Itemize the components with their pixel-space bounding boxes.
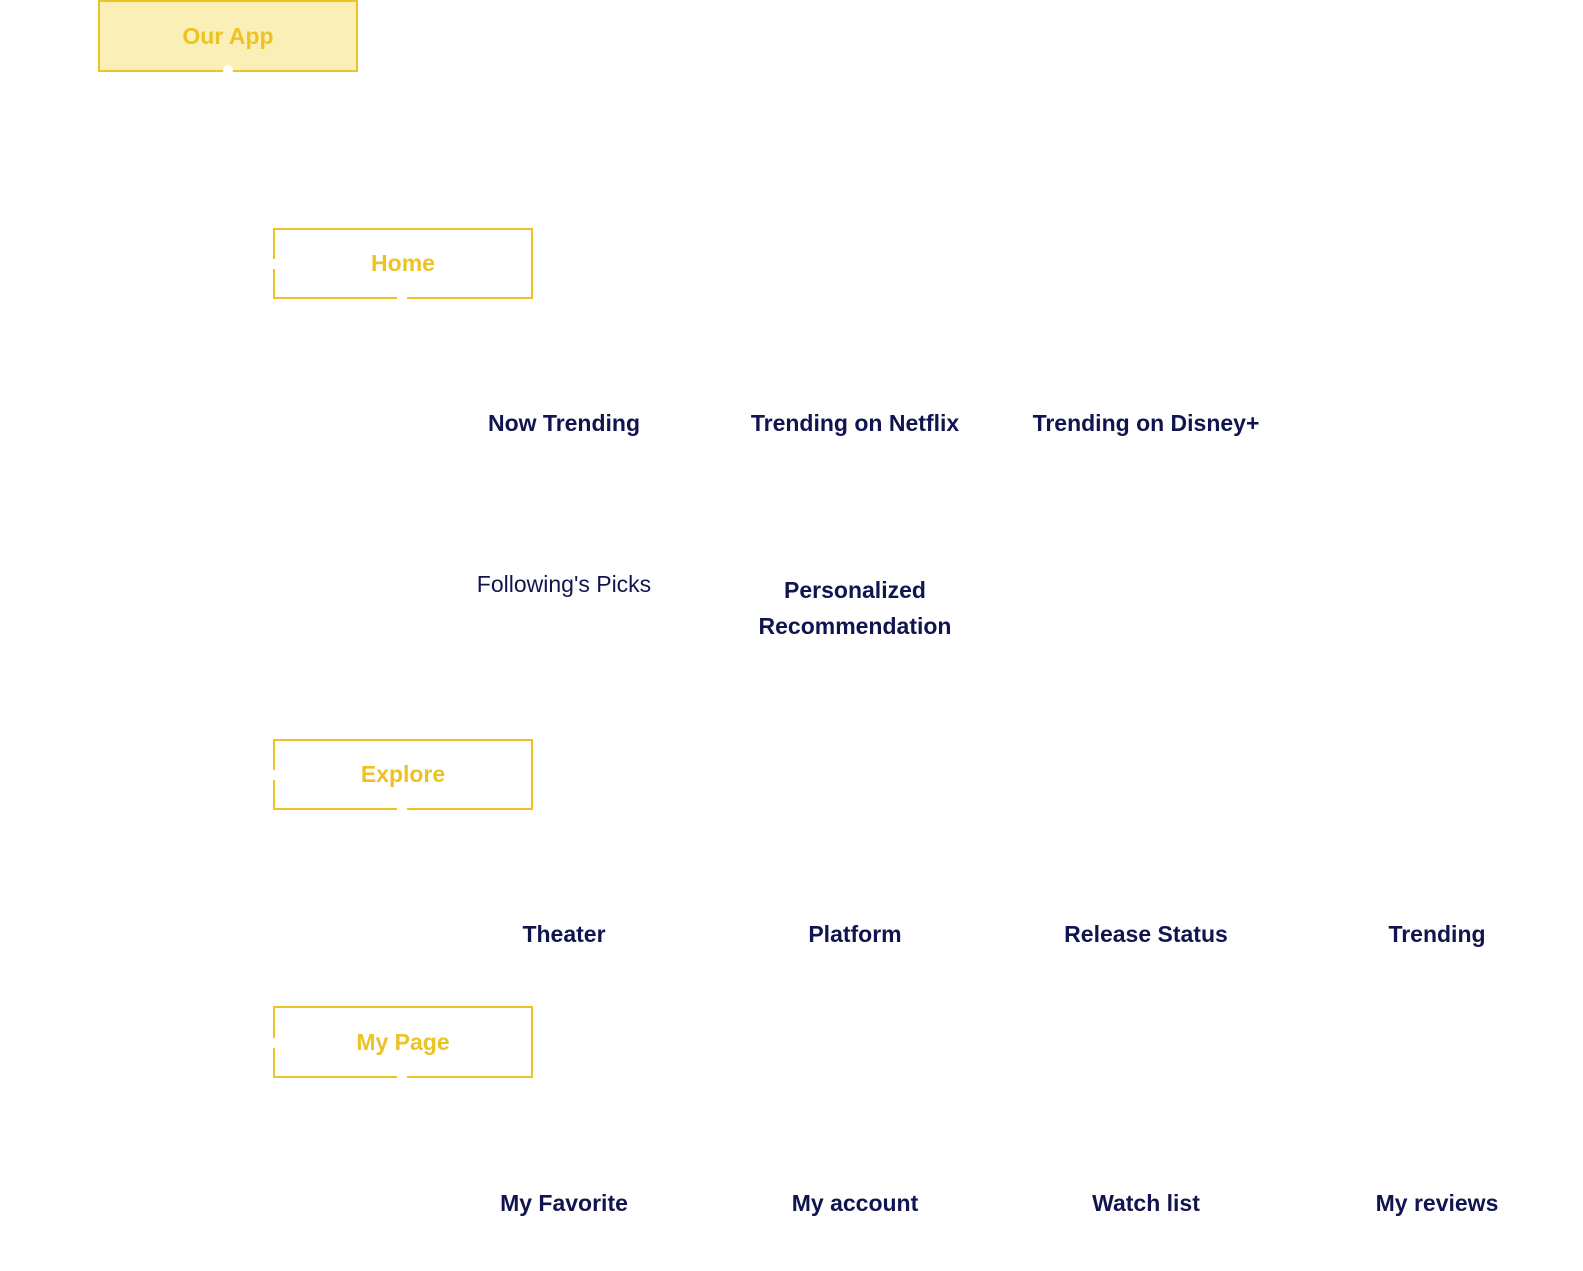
section-node-explore-label: Explore: [360, 761, 446, 787]
home-left-port: [272, 259, 276, 269]
leaf-theater[interactable]: Theater: [522, 921, 606, 947]
leaf-trending-on-netflix[interactable]: Trending on Netflix: [750, 410, 960, 436]
leaf-my-favorite[interactable]: My Favorite: [500, 1190, 628, 1216]
section-node-home-label: Home: [371, 250, 435, 276]
section-node-my-page-label: My Page: [356, 1028, 450, 1055]
section-node-home[interactable]: Home: [273, 228, 533, 299]
home-bottom-port: [397, 296, 407, 300]
leaf-trending[interactable]: Trending: [1388, 921, 1486, 947]
leaf-my-reviews[interactable]: My reviews: [1375, 1190, 1499, 1216]
section-node-my-page[interactable]: My Page: [273, 1006, 533, 1078]
leaf-trending-on-disney-plus[interactable]: Trending on Disney+: [1032, 410, 1260, 436]
leaf-my-account[interactable]: My account: [791, 1190, 919, 1216]
root-node-our-app[interactable]: Our App: [98, 0, 358, 72]
leaf-platform[interactable]: Platform: [808, 921, 902, 947]
leaf-followings-picks[interactable]: Following's Picks: [476, 571, 652, 597]
explore-left-port: [272, 770, 276, 780]
leaf-release-status[interactable]: Release Status: [1064, 921, 1228, 947]
my-page-left-port: [272, 1038, 276, 1048]
leaf-now-trending[interactable]: Now Trending: [487, 410, 641, 436]
my-page-bottom-port: [397, 1075, 407, 1079]
leaf-personalized-recommendation[interactable]: Personalized Recommendation: [758, 577, 952, 639]
explore-bottom-port: [397, 807, 407, 811]
leaf-watch-list[interactable]: Watch list: [1092, 1190, 1200, 1216]
root-bottom-port: [223, 65, 233, 75]
root-node-label: Our App: [182, 22, 274, 49]
section-node-explore[interactable]: Explore: [273, 739, 533, 810]
